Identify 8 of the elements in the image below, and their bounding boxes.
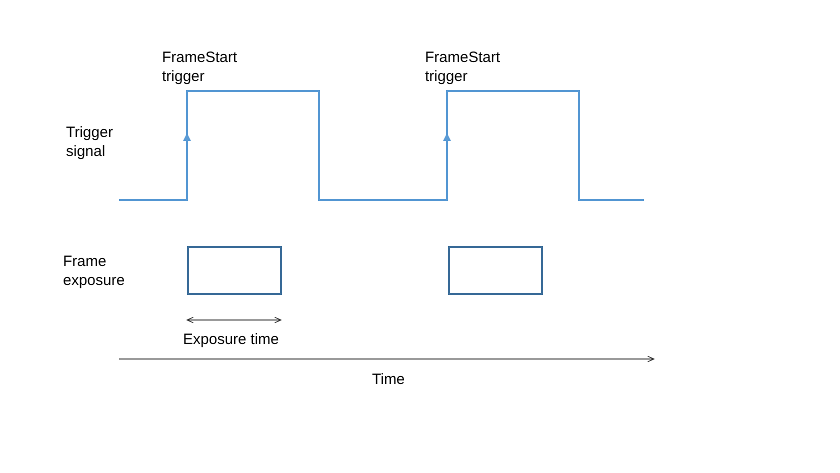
row-label: Trigger signal (66, 124, 113, 160)
dimension-label: Exposure time (183, 331, 279, 348)
row-label: Frame exposure (63, 253, 125, 289)
exposure-box (187, 246, 282, 295)
trigger-label: FrameStart trigger (162, 49, 238, 85)
axis-label: Time (372, 371, 405, 388)
trigger-label: FrameStart trigger (425, 49, 500, 85)
exposure-box (448, 246, 543, 295)
